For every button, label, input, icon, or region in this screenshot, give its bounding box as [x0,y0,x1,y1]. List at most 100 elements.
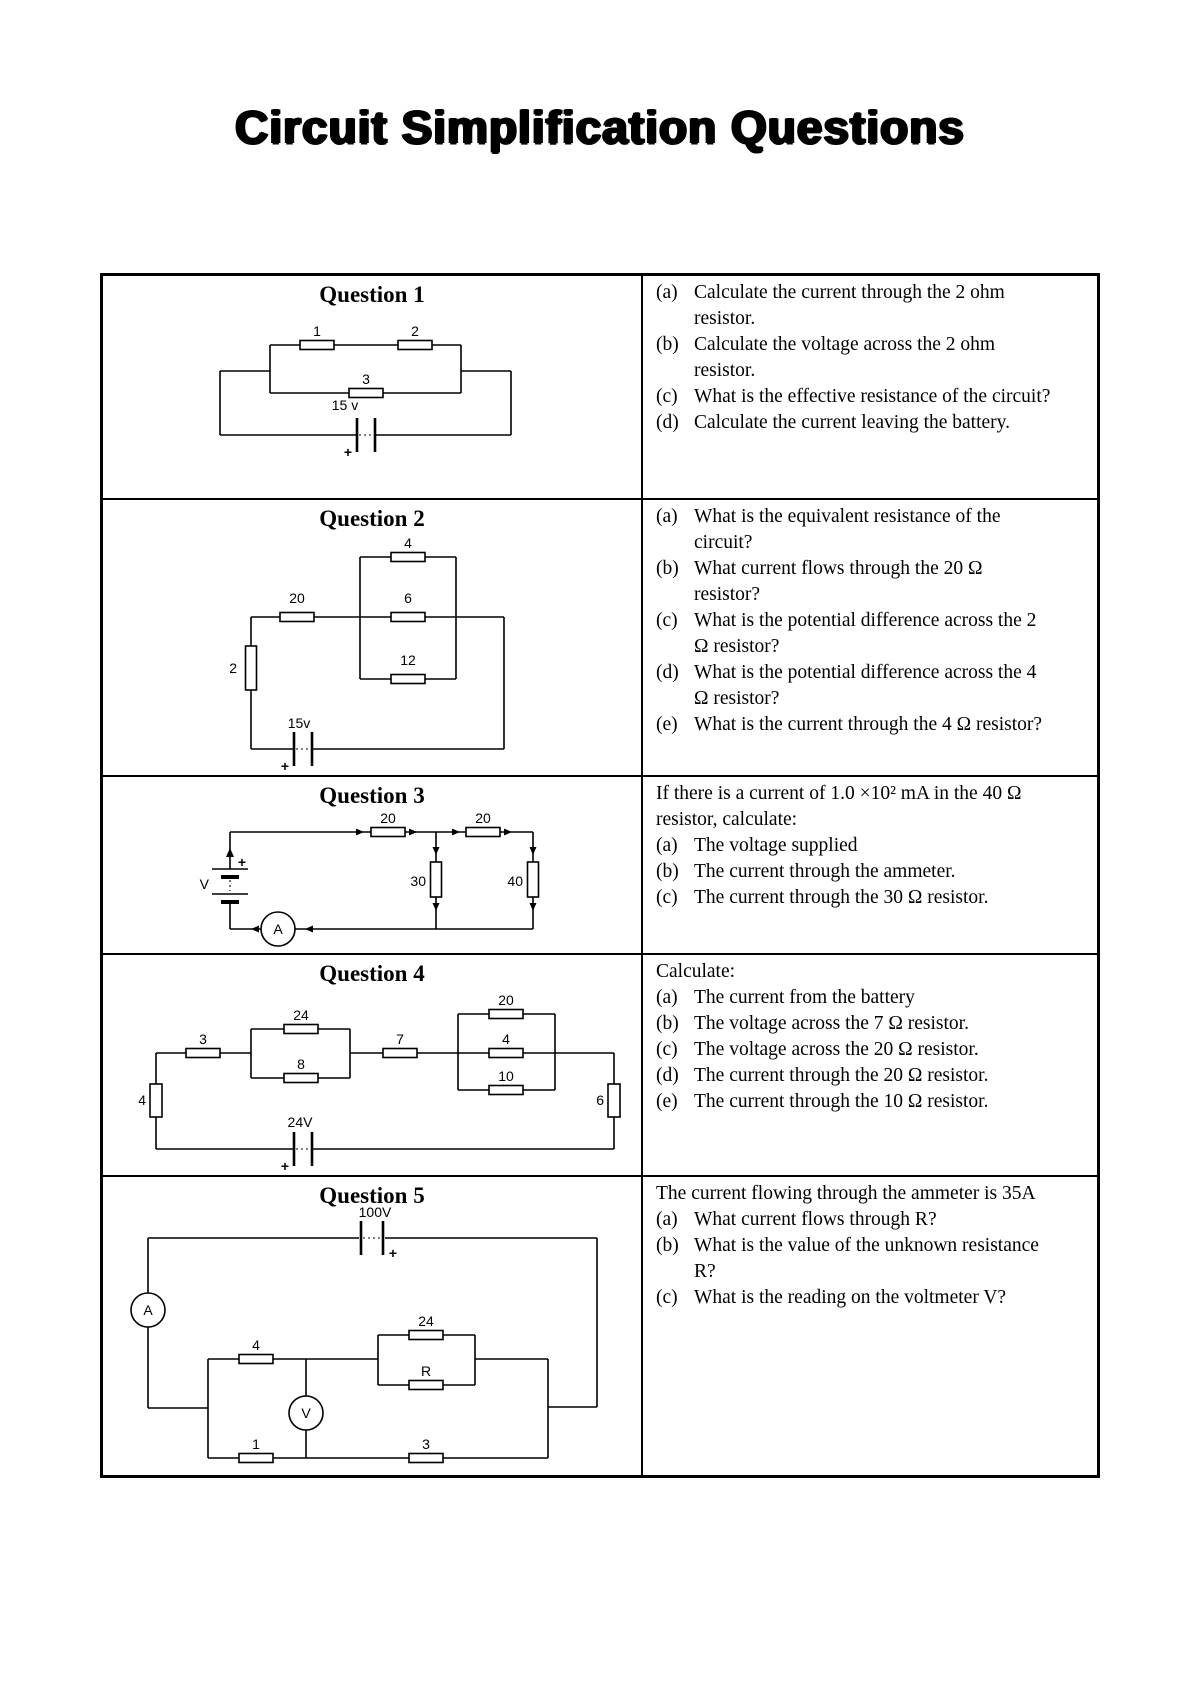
circuit-diagram-5: A V 100V + 4 24 R 1 3 [130,1204,598,1464]
question-item: (b) The voltage across the 7 Ω resistor. [656,1011,1051,1037]
resistor-label: 4 [502,1031,510,1047]
question-text-cell-5: The current flowing through the ammeter … [643,1177,1097,1475]
resistor [244,645,258,691]
item-label: (a) [656,506,678,527]
resistor [408,1379,444,1391]
battery-icon [292,1132,314,1166]
resistor [408,1452,444,1464]
question-item: (c) The voltage across the 20 Ω resistor… [656,1037,1051,1063]
question-item: (b) What current flows through the 20 Ω … [656,556,1051,608]
item-label: (a) [656,987,678,1008]
resistor [238,1452,274,1464]
item-text: The voltage supplied [694,835,858,856]
battery-voltage-label: 15 v [332,397,358,413]
item-text: What is the equivalent resistance of the… [694,506,1001,553]
item-label: (c) [656,1287,678,1308]
item-label: (b) [656,861,679,882]
resistor [488,1084,524,1096]
question-item: (d) The current through the 20 Ω resisto… [656,1063,1051,1089]
resistor [283,1072,319,1084]
question-row-5: Question 5 [103,1177,1097,1475]
question-intro: Calculate: [656,961,736,982]
question-heading: Question 1 [319,282,425,307]
circuit-cell-1: Question 1 1 2 [103,276,643,498]
item-text: Calculate the current leaving the batter… [694,412,1011,433]
resistor [390,611,426,623]
circuit-cell-5: Question 5 [103,1177,643,1475]
question-item: (d) What is the potential difference acr… [656,660,1051,712]
battery-voltage-label: V [200,876,210,892]
question-item: (b) What is the value of the unknown res… [656,1233,1051,1285]
question-heading: Question 5 [319,1183,425,1208]
resistor [185,1047,221,1059]
resistor-label: 3 [362,371,370,387]
resistor-label: 20 [498,992,514,1008]
item-label: (c) [656,887,678,908]
question-text-cell-1: (a) Calculate the current through the 2 … [643,276,1097,498]
resistor [607,1083,621,1118]
resistor-label: 1 [252,1436,260,1452]
item-text: What is the potential difference across … [694,610,1037,657]
question-item: (a) The current from the battery [656,985,1051,1011]
circuit-cell-3: Question 3 [103,777,643,953]
question-item: (c) What is the reading on the voltmeter… [656,1285,1051,1311]
battery-plus-label: + [281,758,289,774]
ammeter-label: A [273,921,283,937]
resistor [299,339,335,351]
question-item: (c) What is the potential difference acr… [656,608,1051,660]
battery-icon [212,868,248,904]
item-label: (a) [656,282,678,303]
question-item: (a) What current flows through R? [656,1207,1051,1233]
circuit-wires [155,1013,615,1150]
voltmeter-label: V [301,1405,311,1421]
resistor-label: 8 [297,1056,305,1072]
resistor [390,673,426,685]
circuit-diagram-3: A 20 20 30 40 V + [200,810,540,947]
resistor-label: 3 [422,1436,430,1452]
battery-voltage-label: 100V [359,1204,392,1220]
item-label: (e) [656,714,678,735]
resistor-label: 4 [138,1092,146,1108]
battery-plus-label: + [281,1158,289,1174]
question-row-2: Question 2 [103,500,1097,777]
item-label: (a) [656,835,678,856]
battery-icon [359,1221,385,1255]
item-text: The voltage across the 7 Ω resistor. [694,1013,969,1034]
resistor [488,1008,524,1020]
resistor-label: 3 [199,1031,207,1047]
questions-table: Question 1 1 2 [100,273,1100,1478]
item-text: What is the reading on the voltmeter V? [694,1287,1007,1308]
circuit-cell-2: Question 2 [103,500,643,775]
resistor [465,826,501,838]
question-text-cell-3: If there is a current of 1.0 ×10² mA in … [643,777,1097,953]
question-item: (a) Calculate the current through the 2 … [656,280,1051,332]
resistor-label: 4 [404,535,412,551]
resistor-label: 24 [293,1007,309,1023]
item-text: The current through the 20 Ω resistor. [694,1065,989,1086]
circuit-wires [147,1237,598,1459]
resistor [149,1083,163,1118]
item-label: (c) [656,610,678,631]
resistor [283,1023,319,1035]
battery-voltage-label: 15v [288,715,311,731]
resistor-label: 30 [410,873,426,889]
item-label: (a) [656,1209,678,1230]
item-text: Calculate the voltage across the 2 ohm r… [694,334,996,381]
question-text-cell-4: Calculate: (a) The current from the batt… [643,955,1097,1175]
question-item: (e) The current through the 10 Ω resisto… [656,1089,1051,1115]
question-item: (e) What is the current through the 4 Ω … [656,712,1051,738]
question-row-3: Question 3 [103,777,1097,955]
question-item: (a) What is the equivalent resistance of… [656,504,1051,556]
question-row-1: Question 1 1 2 [103,276,1097,500]
resistor-label: 7 [396,1031,404,1047]
question-intro: The current flowing through the ammeter … [656,1183,1036,1204]
item-text: What is the effective resistance of the … [694,386,1051,407]
resistor [429,861,443,898]
resistor-label: 20 [475,810,491,826]
circuit-diagram-1: 1 2 3 15 v + [219,323,512,460]
resistor-label: 4 [252,1337,260,1353]
question-item: (c) The current through the 30 Ω resisto… [656,885,1051,911]
item-text: The voltage across the 20 Ω resistor. [694,1039,979,1060]
resistor-label: R [421,1363,431,1379]
circuit-diagram-4: 3 24 8 7 20 4 10 4 6 24V + [138,992,621,1174]
